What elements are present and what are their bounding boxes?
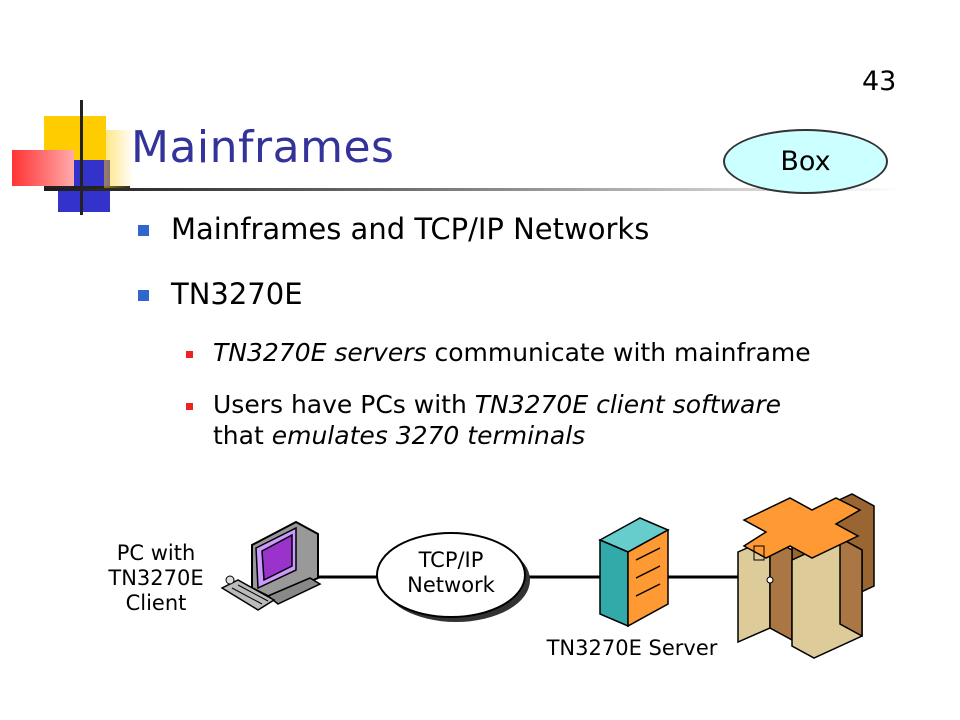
network-label-line: Network bbox=[407, 573, 495, 597]
pc-label-line: TN3270E bbox=[108, 566, 204, 590]
sub-bullet-1: TN3270E servers communicate with mainfra… bbox=[186, 337, 811, 368]
bullet-2: TN3270E bbox=[138, 277, 303, 311]
text-italic: emulates 3270 terminals bbox=[271, 421, 586, 450]
bullet-1-text: Mainframes and TCP/IP Networks bbox=[171, 212, 650, 246]
pc-label: PC with TN3270E Client bbox=[96, 541, 216, 616]
bullet-marker bbox=[138, 290, 149, 301]
sub-bullet-2: Users have PCs with TN3270E client softw… bbox=[186, 389, 781, 451]
bullet-marker bbox=[138, 225, 149, 236]
box-badge-label: Box bbox=[780, 146, 831, 177]
text-normal: Users have PCs with bbox=[213, 390, 475, 419]
server-label: TN3270E Server bbox=[546, 636, 718, 660]
bullet-2-text: TN3270E bbox=[171, 277, 303, 311]
sub-bullet-1-text: TN3270E servers communicate with mainfra… bbox=[213, 337, 811, 368]
network-cloud bbox=[376, 532, 530, 622]
sub-bullet-marker bbox=[186, 403, 193, 410]
text-normal: that bbox=[213, 421, 272, 450]
sub-bullet-marker bbox=[186, 351, 193, 358]
title-underline bbox=[44, 188, 904, 191]
bullet-1: Mainframes and TCP/IP Networks bbox=[138, 212, 649, 246]
pc-icon bbox=[220, 520, 322, 611]
text-normal: communicate with mainframe bbox=[426, 338, 811, 367]
slide-title: Mainframes bbox=[131, 122, 395, 173]
network-diagram bbox=[220, 493, 875, 659]
pc-label-line: Client bbox=[125, 591, 187, 615]
network-label-line: TCP/IP bbox=[418, 548, 484, 572]
box-badge: Box bbox=[723, 129, 888, 194]
server-icon bbox=[598, 517, 670, 628]
page-number: 43 bbox=[862, 66, 897, 97]
network-label: TCP/IP Network bbox=[381, 548, 521, 598]
pc-label-line: PC with bbox=[116, 541, 196, 565]
text-italic: TN3270E client software bbox=[474, 390, 782, 419]
sub-bullet-2-text: Users have PCs with TN3270E client softw… bbox=[213, 389, 781, 451]
text-italic: TN3270E servers bbox=[213, 338, 427, 367]
mainframe-icon bbox=[737, 493, 875, 659]
